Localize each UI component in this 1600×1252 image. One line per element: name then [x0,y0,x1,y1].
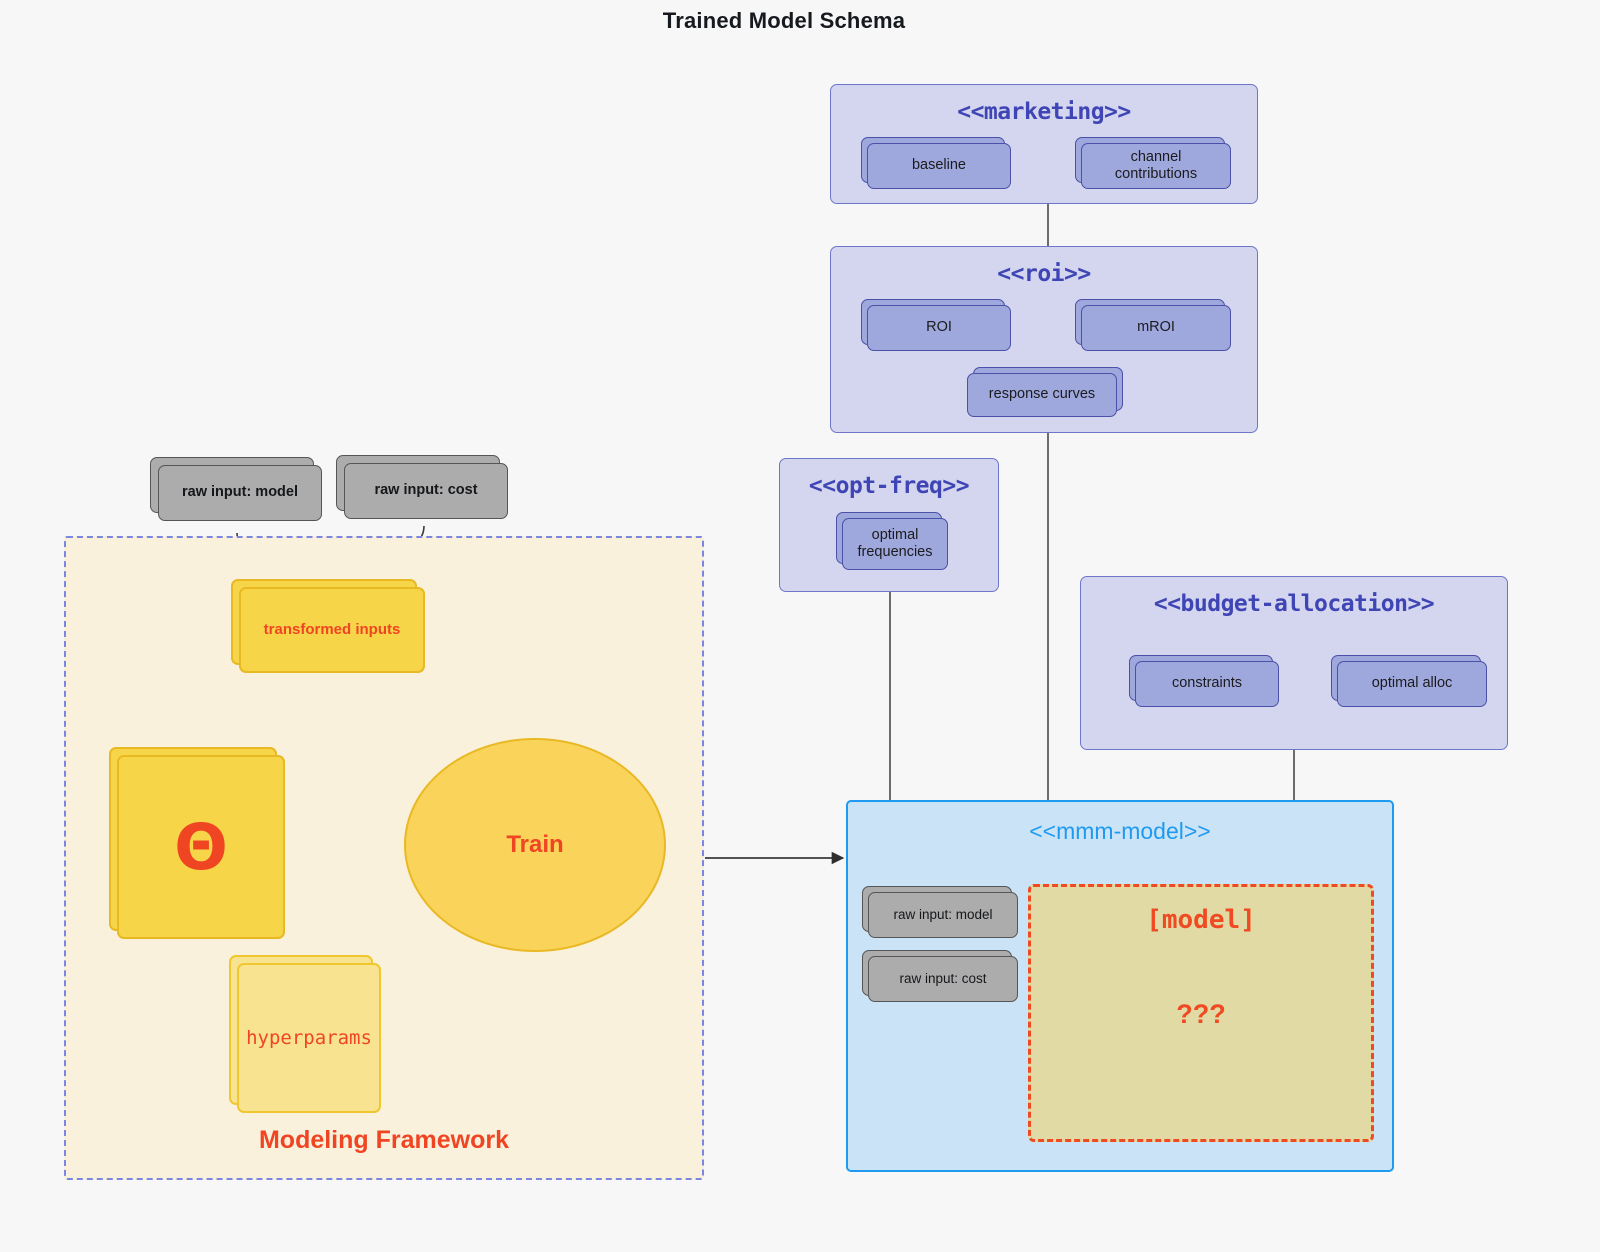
node-raw-input-model-face: raw input: model [158,465,322,521]
node-hyperparams-face: hyperparams [237,963,381,1113]
node-theta-face: Θ [117,755,285,939]
node-constraints[interactable]: constraints [1129,655,1279,707]
node-train-label: Train [506,831,564,858]
package-mmm-model[interactable]: <<mmm-model>> raw input: model raw input… [846,800,1394,1172]
package-opt-freq[interactable]: <<opt-freq>> optimal frequencies [779,458,999,592]
node-raw-input-cost[interactable]: raw input: cost [336,455,508,519]
node-response-curves[interactable]: response curves [967,367,1123,417]
node-channel-contributions[interactable]: channel contributions [1075,137,1231,189]
node-theta[interactable]: Θ [109,747,285,939]
package-marketing[interactable]: <<marketing>> baseline channel contribut… [830,84,1258,204]
node-baseline[interactable]: baseline [861,137,1011,189]
modeling-framework-label: Modeling Framework [258,1126,510,1154]
node-mmm-raw-input-model-label: raw input: model [893,907,993,923]
node-optimal-alloc[interactable]: optimal alloc [1331,655,1487,707]
node-optimal-frequencies[interactable]: optimal frequencies [836,512,948,570]
node-channel-contributions-face: channel contributions [1081,143,1231,189]
node-mroi[interactable]: mROI [1075,299,1231,351]
node-mmm-raw-input-cost-label: raw input: cost [899,971,987,987]
model-placeholder-region[interactable]: [model] ??? [1028,884,1374,1142]
node-response-curves-face: response curves [967,373,1117,417]
node-constraints-face: constraints [1135,661,1279,707]
package-budget-allocation[interactable]: <<budget-allocation>> constraints optima… [1080,576,1508,750]
node-constraints-label: constraints [1171,675,1243,692]
node-roi-face: ROI [867,305,1011,351]
node-transformed-inputs-label: transformed inputs [263,621,401,639]
node-mroi-label: mROI [1137,319,1175,336]
model-placeholder-title: [model] [1146,905,1256,935]
node-optimal-frequencies-face: optimal frequencies [842,518,948,570]
node-baseline-label: baseline [911,157,966,174]
model-placeholder-unknown: ??? [1176,999,1226,1029]
node-train[interactable]: Train [404,738,666,952]
node-mmm-raw-input-cost[interactable]: raw input: cost [862,950,1018,1002]
node-roi[interactable]: ROI [861,299,1011,351]
node-mmm-raw-input-model-face: raw input: model [868,892,1018,938]
package-roi-title: <<roi>> [997,261,1091,287]
node-mroi-face: mROI [1081,305,1231,351]
node-mmm-raw-input-model[interactable]: raw input: model [862,886,1018,938]
node-hyperparams-label: hyperparams [246,1026,372,1049]
node-raw-input-cost-label: raw input: cost [374,482,478,499]
package-mmm-model-title: <<mmm-model>> [1029,818,1211,844]
package-marketing-title: <<marketing>> [957,99,1131,125]
node-transformed-inputs-face: transformed inputs [239,587,425,673]
page-title: Trained Model Schema [662,8,906,33]
node-response-curves-label: response curves [988,386,1096,403]
node-mmm-raw-input-cost-face: raw input: cost [868,956,1018,1002]
theta-symbol: Θ [174,810,228,884]
package-budget-allocation-title: <<budget-allocation>> [1153,591,1435,617]
node-roi-label: ROI [926,319,952,336]
node-optimal-alloc-label: optimal alloc [1371,675,1453,692]
package-opt-freq-title: <<opt-freq>> [808,473,970,499]
node-baseline-face: baseline [867,143,1011,189]
package-roi[interactable]: <<roi>> ROI mROI response curves [830,246,1258,433]
node-raw-input-model-label: raw input: model [182,484,298,501]
node-hyperparams[interactable]: hyperparams [229,955,381,1113]
node-optimal-alloc-face: optimal alloc [1337,661,1487,707]
node-channel-contributions-label: channel contributions [1114,148,1198,182]
node-raw-input-cost-face: raw input: cost [344,463,508,519]
node-transformed-inputs[interactable]: transformed inputs [231,579,425,673]
node-raw-input-model[interactable]: raw input: model [150,457,322,521]
node-optimal-frequencies-label: optimal frequencies [857,526,933,560]
